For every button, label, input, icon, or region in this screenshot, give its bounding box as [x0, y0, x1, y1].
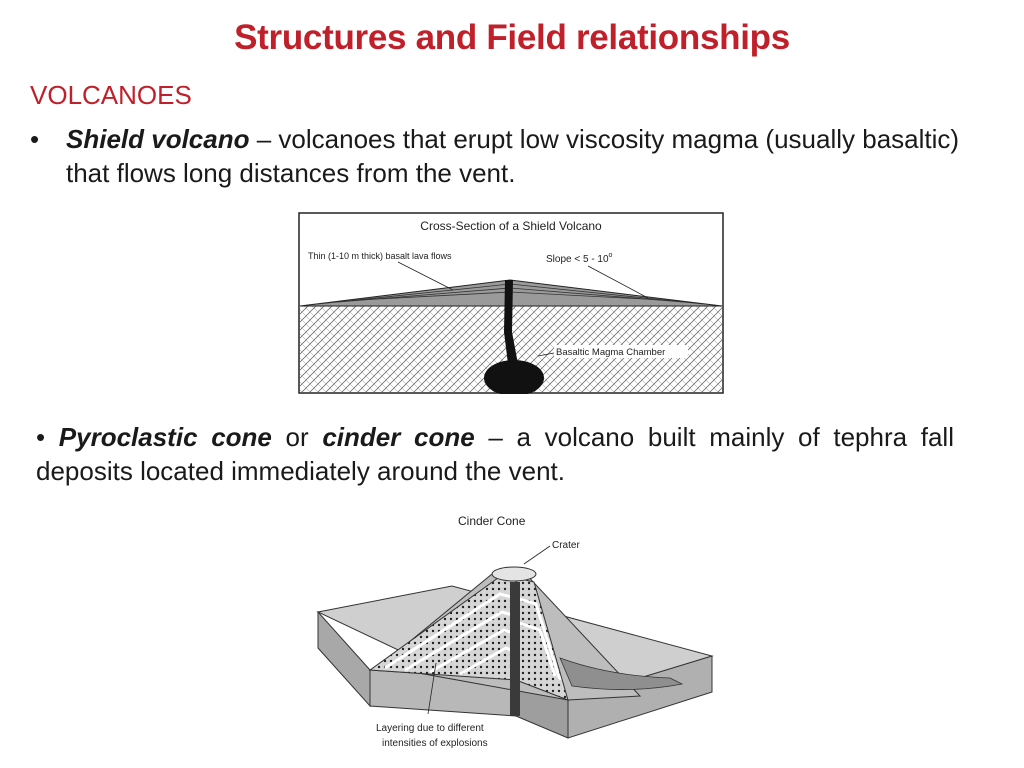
section-heading: VOLCANOES	[30, 80, 192, 110]
bullet-shield-volcano: • Shield volcano – volcanoes that erupt …	[30, 122, 960, 190]
label-layering-line-2: intensities of explosions	[382, 738, 488, 749]
label-crater: Crater	[552, 540, 580, 551]
shield-volcano-diagram: Cross-Section of a Shield Volcano Thin (…	[298, 212, 724, 394]
label-slope: Slope < 5 - 10o	[546, 252, 613, 265]
label-layering-line-1: Layering due to different	[376, 723, 484, 734]
term-shield-volcano: Shield volcano	[66, 124, 250, 154]
term-dash: –	[474, 422, 517, 452]
bullet-text: Shield volcano – volcanoes that erupt lo…	[66, 122, 960, 190]
conduit	[504, 280, 518, 364]
slide-title: Structures and Field relationships	[234, 18, 790, 57]
definition-shield-volcano: volcanoes that erupt low viscosity magma…	[66, 124, 960, 188]
crater	[491, 566, 537, 582]
label-magma-chamber: Basaltic Magma Chamber	[556, 347, 665, 358]
cinder-diagram-title: Cinder Cone	[458, 514, 526, 528]
label-lava-flows: Thin (1-10 m thick) basalt lava flows	[308, 251, 452, 261]
term-dash: –	[249, 124, 279, 154]
term-cinder-cone: cinder cone	[322, 422, 475, 452]
definition-pyroclastic-cone: a volcano built mainly of tephra fall de…	[36, 422, 954, 486]
bullet-pyroclastic-cone: • Pyroclastic cone or cinder cone – a vo…	[36, 420, 954, 488]
cinder-cone-diagram: Cinder Cone Crater Layering due to diffe…	[316, 514, 714, 749]
shield-diagram-title: Cross-Section of a Shield Volcano	[420, 219, 602, 233]
term-pyroclastic-cone: Pyroclastic cone	[58, 422, 272, 452]
bullet-marker: •	[36, 422, 46, 452]
bullet-marker: •	[30, 124, 40, 154]
magma-chamber	[484, 360, 544, 394]
cone-conduit	[510, 582, 520, 716]
term-connector: or	[271, 422, 323, 452]
